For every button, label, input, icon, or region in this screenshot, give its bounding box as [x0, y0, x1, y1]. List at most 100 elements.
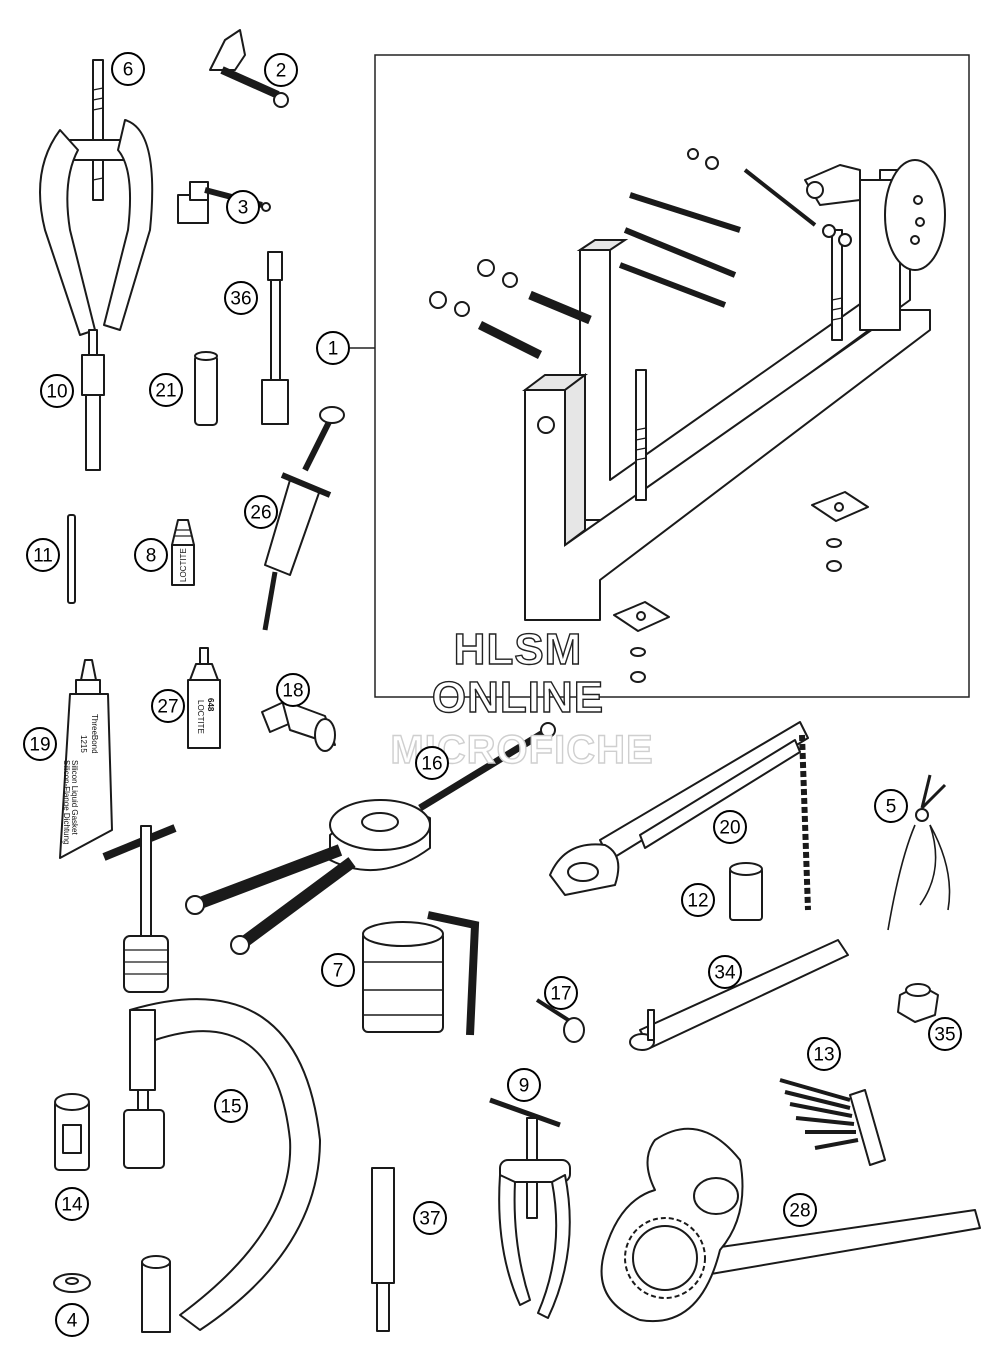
callout-2: 2: [264, 53, 298, 87]
stand-nut: [705, 156, 719, 170]
callout-7: 7: [321, 953, 355, 987]
callout-circle: [713, 810, 747, 844]
stand-washer: [630, 647, 646, 657]
stand-foot-hole: [834, 502, 844, 512]
stand-pin-knob: [537, 416, 555, 434]
callout-circle: [55, 1187, 89, 1221]
callout-number: 19: [29, 735, 50, 756]
callout-circle: [415, 746, 449, 780]
callout-circle: [681, 883, 715, 917]
callout-5: 5: [874, 789, 908, 823]
callout-number: 28: [789, 1201, 810, 1222]
part-34-tool: [629, 939, 849, 1051]
callout-11: 11: [26, 538, 60, 572]
part-10-tool: [81, 329, 105, 471]
callout-13: 13: [807, 1037, 841, 1071]
part-9-puller: [489, 1097, 571, 1319]
callout-number: 2: [276, 61, 287, 82]
callout-35: 35: [928, 1017, 962, 1051]
part-28-tool: [600, 1127, 981, 1323]
callout-layer: 1234567891011121314151617181920212627283…: [23, 52, 962, 1337]
callout-21: 21: [149, 373, 183, 407]
callout-number: 3: [238, 198, 249, 219]
stand-disc-hole: [913, 195, 923, 205]
callout-number: 12: [687, 891, 708, 912]
part-8-bottle: LOCTITE: [171, 519, 195, 586]
part-11-tool: [67, 514, 76, 604]
callout-circle: [264, 53, 298, 87]
part-4-tool: [53, 1273, 91, 1293]
callout-circle: [111, 52, 145, 86]
callout-26: 26: [244, 495, 278, 529]
callout-number: 4: [67, 1311, 78, 1332]
stand-bracket-hole: [806, 181, 824, 199]
stand-threaded-rod: [618, 262, 727, 308]
bottle-27-brand: LOCTITE: [196, 700, 205, 734]
callout-circle: [26, 538, 60, 572]
part-35-tool: [897, 983, 939, 1023]
callout-1: 1: [316, 331, 350, 365]
callout-9: 9: [507, 1068, 541, 1102]
callout-circle: [23, 727, 57, 761]
callout-number: 8: [146, 546, 157, 567]
watermark-line-1: HLSM: [454, 625, 583, 674]
part-2-tool: [209, 29, 289, 108]
callout-18: 18: [276, 673, 310, 707]
tube-number: 1215: [79, 735, 88, 753]
stand-nut: [822, 224, 836, 238]
callout-circle: [226, 190, 260, 224]
callout-12: 12: [681, 883, 715, 917]
callout-8: 8: [134, 538, 168, 572]
callout-number: 14: [61, 1195, 83, 1216]
bottle-27-number: 648: [206, 698, 215, 712]
bottle-8-brand: LOCTITE: [179, 548, 188, 582]
stand-bolt: [528, 290, 592, 325]
callout-number: 18: [282, 681, 303, 702]
tube-desc-2: Silicon-Flange Dichtung: [62, 760, 71, 845]
callout-14: 14: [55, 1187, 89, 1221]
callout-circle: [134, 538, 168, 572]
callout-19: 19: [23, 727, 57, 761]
part-18-tool: [261, 699, 336, 752]
callout-17: 17: [544, 976, 578, 1010]
stand-long-rod: [743, 168, 817, 227]
engine-stand-assembly: [350, 54, 970, 698]
callout-circle: [224, 281, 258, 315]
callout-circle: [214, 1089, 248, 1123]
part-7-tool: [362, 911, 480, 1036]
callout-number: 17: [550, 984, 571, 1005]
part-20-chain-holder: [549, 721, 811, 911]
stand-washer: [502, 272, 518, 288]
stand-front-frame-side: [564, 373, 586, 547]
stand-rotating-disc: [884, 159, 946, 271]
callout-circle: [40, 374, 74, 408]
callout-circle: [151, 689, 185, 723]
callout-number: 9: [519, 1076, 530, 1097]
stand-bolt: [477, 320, 543, 360]
part-12-tool: [729, 862, 763, 921]
stand-foot-hole: [636, 611, 646, 621]
callout-number: 16: [421, 754, 442, 775]
callout-number: 6: [123, 60, 134, 81]
stand-disc-hole: [910, 235, 920, 245]
part-13-tool: [779, 1078, 886, 1166]
callout-circle: [783, 1193, 817, 1227]
callout-10: 10: [40, 374, 74, 408]
callout-number: 13: [813, 1045, 834, 1066]
stand-disc-hole: [915, 217, 925, 227]
part-27-bottle: 648 LOCTITE: [187, 647, 221, 749]
callout-circle: [544, 976, 578, 1010]
callout-4: 4: [55, 1303, 89, 1337]
callout-36: 36: [224, 281, 258, 315]
callout-number: 11: [33, 546, 53, 567]
callout-circle: [807, 1037, 841, 1071]
stand-threaded-rod: [629, 192, 741, 233]
part-6-puller: [39, 59, 154, 336]
callout-number: 27: [157, 697, 178, 718]
callout-28: 28: [783, 1193, 817, 1227]
callout-number: 34: [714, 963, 736, 984]
callout-circle: [507, 1068, 541, 1102]
callout-6: 6: [111, 52, 145, 86]
stand-rear-frame: [579, 169, 911, 521]
